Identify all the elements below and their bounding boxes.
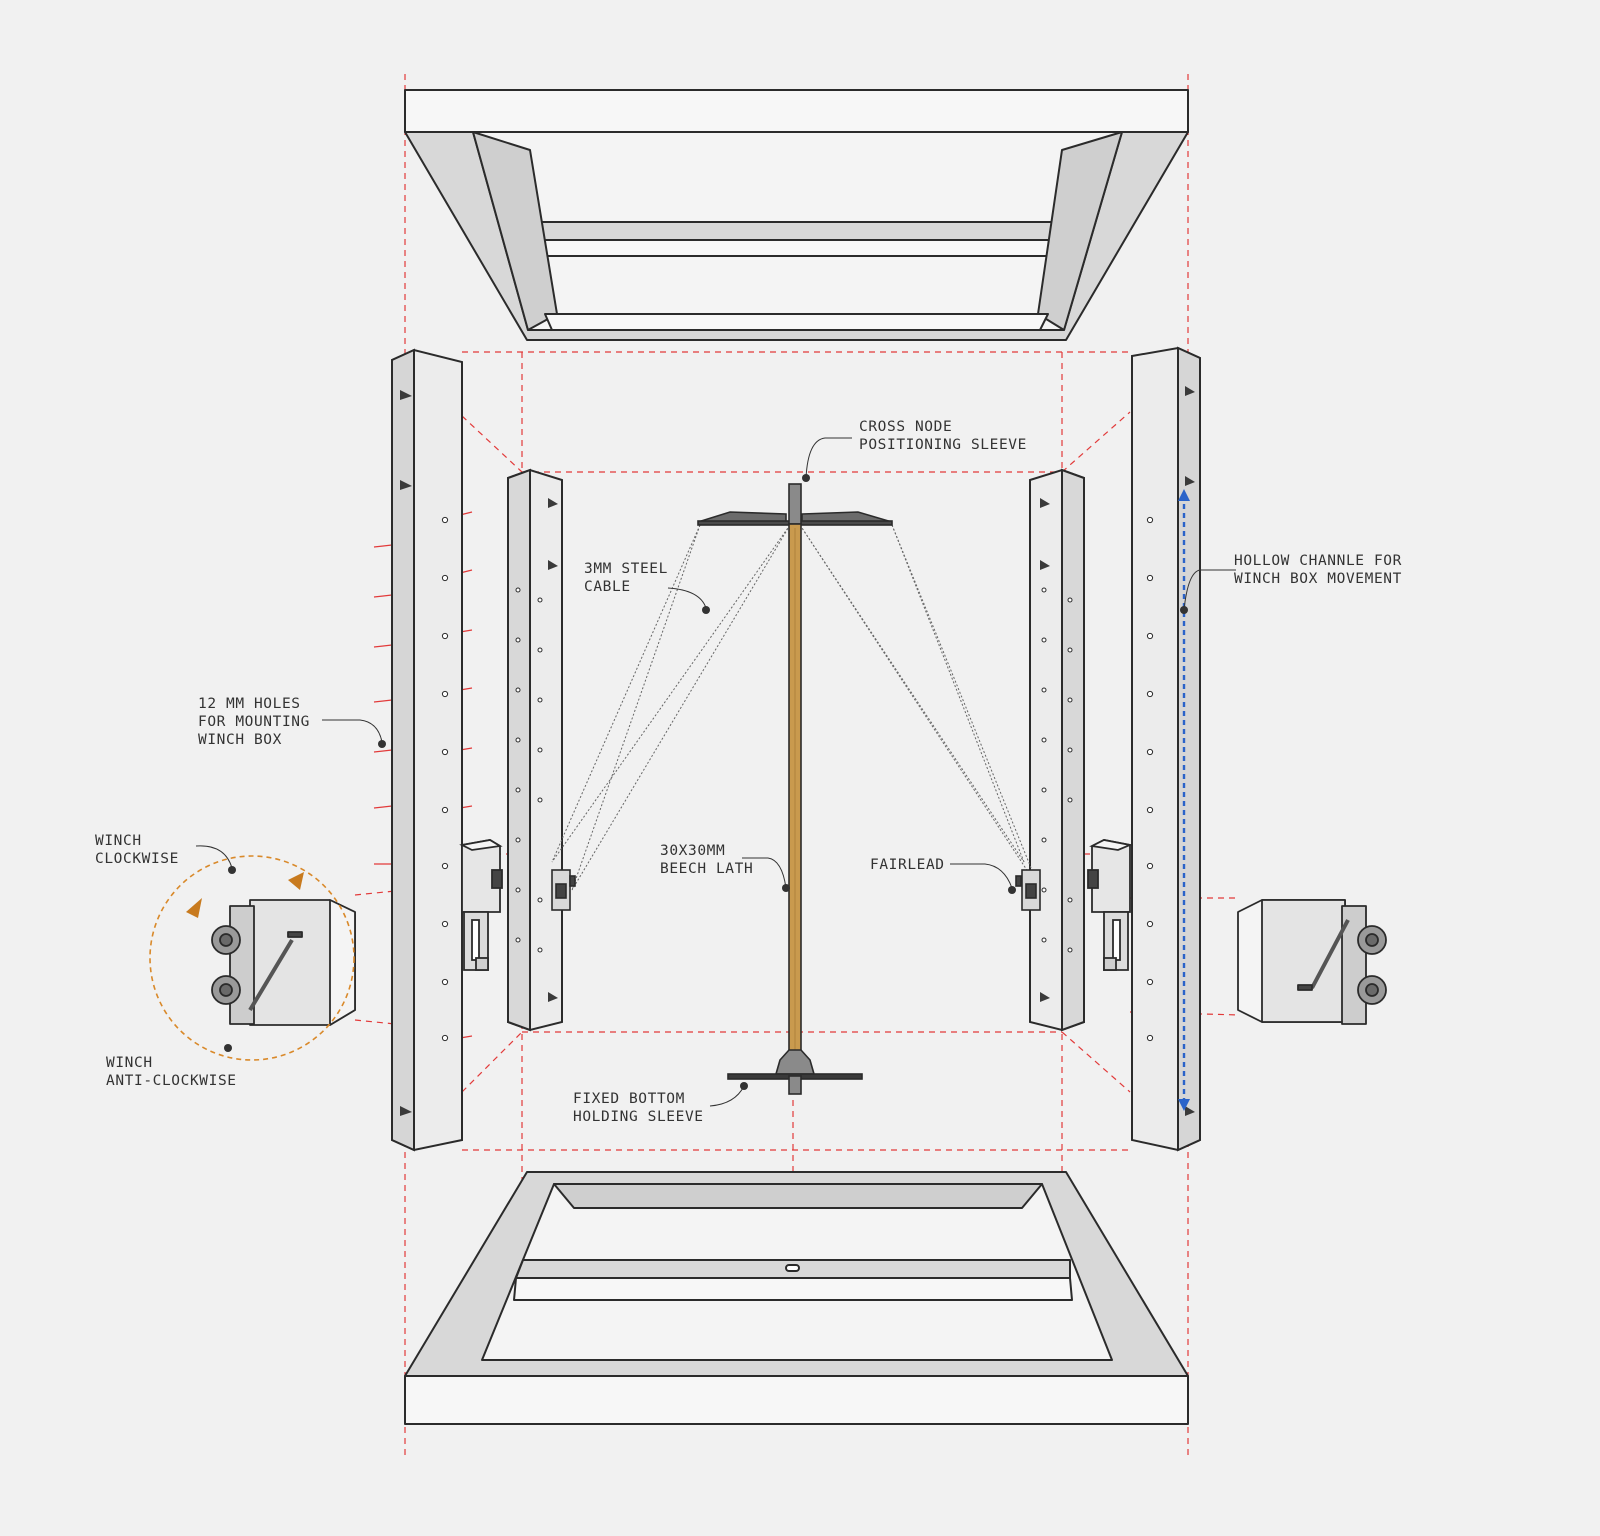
right-winch-box	[1237, 899, 1387, 1025]
left-mounting-bracket	[459, 839, 503, 971]
left-winch-box	[211, 899, 356, 1026]
top-frame	[404, 89, 1189, 341]
label-winch-anticlockwise: WINCH ANTI-CLOCKWISE	[106, 1055, 237, 1089]
clockwise-arrow-icon	[186, 898, 202, 918]
winch-rotation-indicator	[149, 855, 355, 1061]
label-winch-clockwise: WINCH CLOCKWISE	[95, 833, 179, 867]
label-cross-node-sleeve: CROSS NODE POSITIONING SLEEVE	[859, 419, 1027, 453]
rotation-arrow-icons	[186, 872, 304, 918]
inner-left-post	[507, 468, 563, 1032]
anticlockwise-arrow-icon	[288, 872, 304, 890]
label-beech-lath: 30x30MM BEECH LATH	[660, 843, 754, 877]
label-bottom-sleeve: FIXED BOTTOM HOLDING SLEEVE	[573, 1091, 704, 1125]
steel-cables	[551, 524, 1041, 891]
label-steel-cable: 3MM STEEL CABLE	[584, 561, 668, 595]
right-mounting-bracket	[1087, 839, 1134, 971]
bottom-frame	[404, 1171, 1189, 1425]
left-fairlead	[551, 869, 576, 911]
leader-endpoint-dots	[224, 474, 1188, 1090]
cross-node-sleeve	[788, 483, 802, 525]
label-hollow-channel: HOLLOW CHANNLE FOR WINCH BOX MOVEMENT	[1234, 553, 1402, 587]
beech-lath-assembly	[697, 483, 893, 1095]
outer-right-post	[1131, 346, 1201, 1152]
bottom-sleeve	[774, 1049, 816, 1075]
label-leader-lines	[195, 437, 1236, 1107]
label-fairlead: FAIRLEAD	[870, 857, 945, 873]
inner-right-post	[1029, 468, 1085, 1032]
outer-left-post	[391, 348, 463, 1152]
label-mounting-holes: 12 MM HOLES FOR MOUNTING WINCH BOX	[198, 696, 310, 748]
right-fairlead	[1015, 869, 1041, 911]
